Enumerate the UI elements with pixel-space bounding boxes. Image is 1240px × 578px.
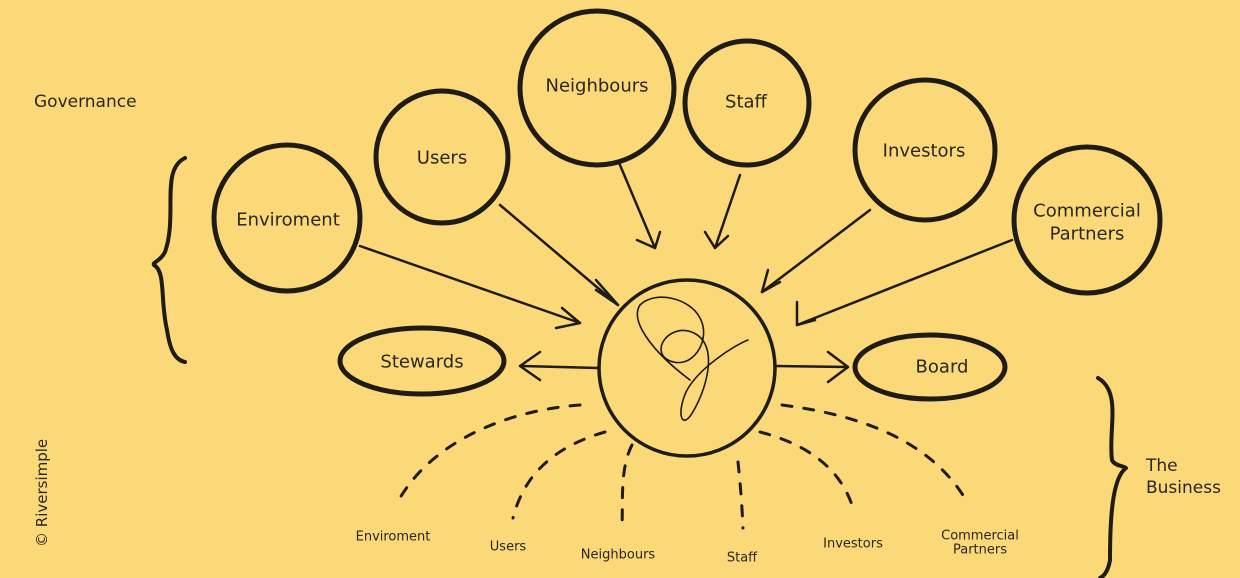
node-commercial-label-line1: Commercial — [1033, 200, 1141, 222]
node-neighbours-circle — [517, 8, 677, 168]
business-neighbours-label: Neighbours — [580, 547, 656, 563]
node-users-label: Users — [416, 147, 468, 169]
copyright-notice: © Riversimple — [33, 438, 51, 547]
business-staff-label: Staff — [726, 550, 758, 566]
business-users-label: Users — [489, 539, 527, 555]
business-heading: The Business — [1146, 455, 1221, 499]
node-investors-circle — [852, 77, 998, 223]
business-dashed-lines — [394, 403, 968, 530]
node-neighbours-label: Neighbours — [545, 75, 649, 97]
node-commercial-label-line2: Partners — [1049, 223, 1125, 244]
governance-brace — [151, 156, 187, 364]
node-users-circle — [373, 88, 511, 226]
node-enviroment-label: Enviroment — [236, 209, 340, 231]
governance-heading: Governance — [34, 92, 137, 112]
node-enviroment-circle — [211, 142, 363, 294]
business-commercial-label-line1: Commercial — [941, 528, 1019, 544]
node-commercial-partners-label: Commercial Partners — [1033, 201, 1141, 246]
business-heading-line1: The — [1146, 456, 1178, 476]
arrows-in — [358, 163, 1014, 330]
node-board-label: Board — [915, 356, 969, 378]
business-brace — [1096, 376, 1128, 578]
node-stewards-ellipse — [337, 325, 507, 397]
loop-scribble-icon — [636, 296, 749, 422]
business-commercial-label-line2: Partners — [952, 543, 1008, 558]
business-commercial-partners-label: Commercial Partners — [941, 528, 1019, 559]
business-enviroment-label: Enviroment — [355, 529, 431, 545]
node-stewards-label: Stewards — [380, 351, 464, 373]
business-investors-label: Investors — [823, 536, 883, 552]
node-commercial-circle — [1011, 144, 1163, 296]
node-investors-label: Investors — [882, 140, 966, 162]
business-heading-line2: Business — [1146, 478, 1221, 499]
arrows-out — [518, 350, 850, 384]
node-staff-circle — [682, 38, 812, 168]
node-board-ellipse — [852, 332, 1008, 402]
node-staff-label: Staff — [725, 91, 767, 113]
center-circle — [597, 278, 777, 458]
